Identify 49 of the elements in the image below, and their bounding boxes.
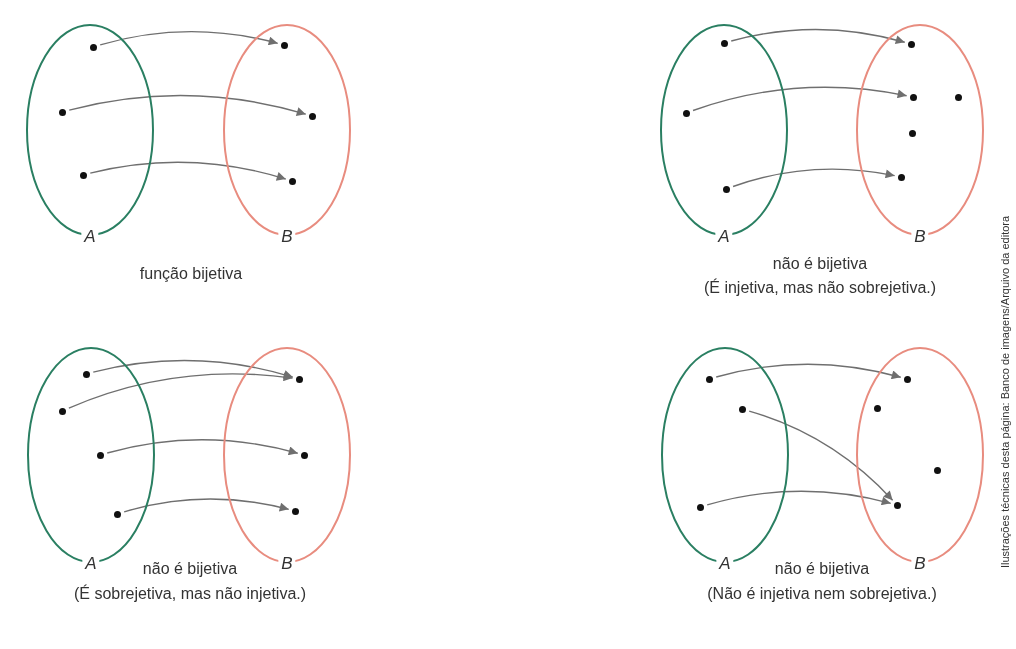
element-dot (96, 451, 104, 459)
element-dot (909, 93, 917, 101)
caption-text: (É injetiva, mas não sobrejetiva.) (703, 279, 937, 297)
element-dot (933, 466, 941, 474)
arrow (89, 161, 287, 181)
arrow (692, 86, 908, 112)
element-dot (280, 41, 288, 49)
arrow (92, 359, 294, 379)
element-dot (79, 171, 87, 179)
arrow (68, 372, 294, 409)
element-dot (722, 185, 730, 193)
arrow (123, 498, 290, 513)
caption-text: função bijetiva (139, 265, 243, 283)
element-dot (89, 43, 97, 51)
arrow (732, 168, 896, 188)
element-dot (954, 93, 962, 101)
element-dot (893, 501, 901, 509)
element-dot (738, 405, 746, 413)
element-dot (300, 451, 308, 459)
element-dot (873, 404, 881, 412)
element-dot (58, 108, 66, 116)
caption-text: não é bijetiva (142, 560, 238, 578)
element-dot (907, 40, 915, 48)
caption-text: (Não é injetiva nem sobrejetiva.) (707, 585, 937, 603)
caption-text: não é bijetiva (774, 560, 870, 578)
element-dot (295, 375, 303, 383)
element-dot (908, 129, 916, 137)
element-dot (682, 109, 690, 117)
element-dot (308, 112, 316, 120)
arrow (730, 28, 906, 45)
element-dot (291, 507, 299, 515)
element-dot (58, 407, 66, 415)
arrow (748, 410, 894, 501)
element-dot (897, 173, 905, 181)
arrow (68, 94, 307, 117)
caption-text: não é bijetiva (772, 255, 868, 273)
element-dot (82, 370, 90, 378)
arrow (715, 363, 902, 380)
element-dot (696, 503, 704, 511)
element-dot (705, 375, 713, 383)
arrow (706, 490, 892, 506)
arrow (106, 439, 299, 456)
element-dot (113, 510, 121, 518)
element-dot (903, 375, 911, 383)
credit-text: Ilustrações técnicas desta página: Banco de imagens/Arquivo da editora (999, 215, 1011, 569)
arrow (99, 31, 279, 46)
element-dot (720, 39, 728, 47)
element-dot (288, 177, 296, 185)
caption-text: (É sobrejetiva, mas não injetiva.) (73, 585, 307, 603)
